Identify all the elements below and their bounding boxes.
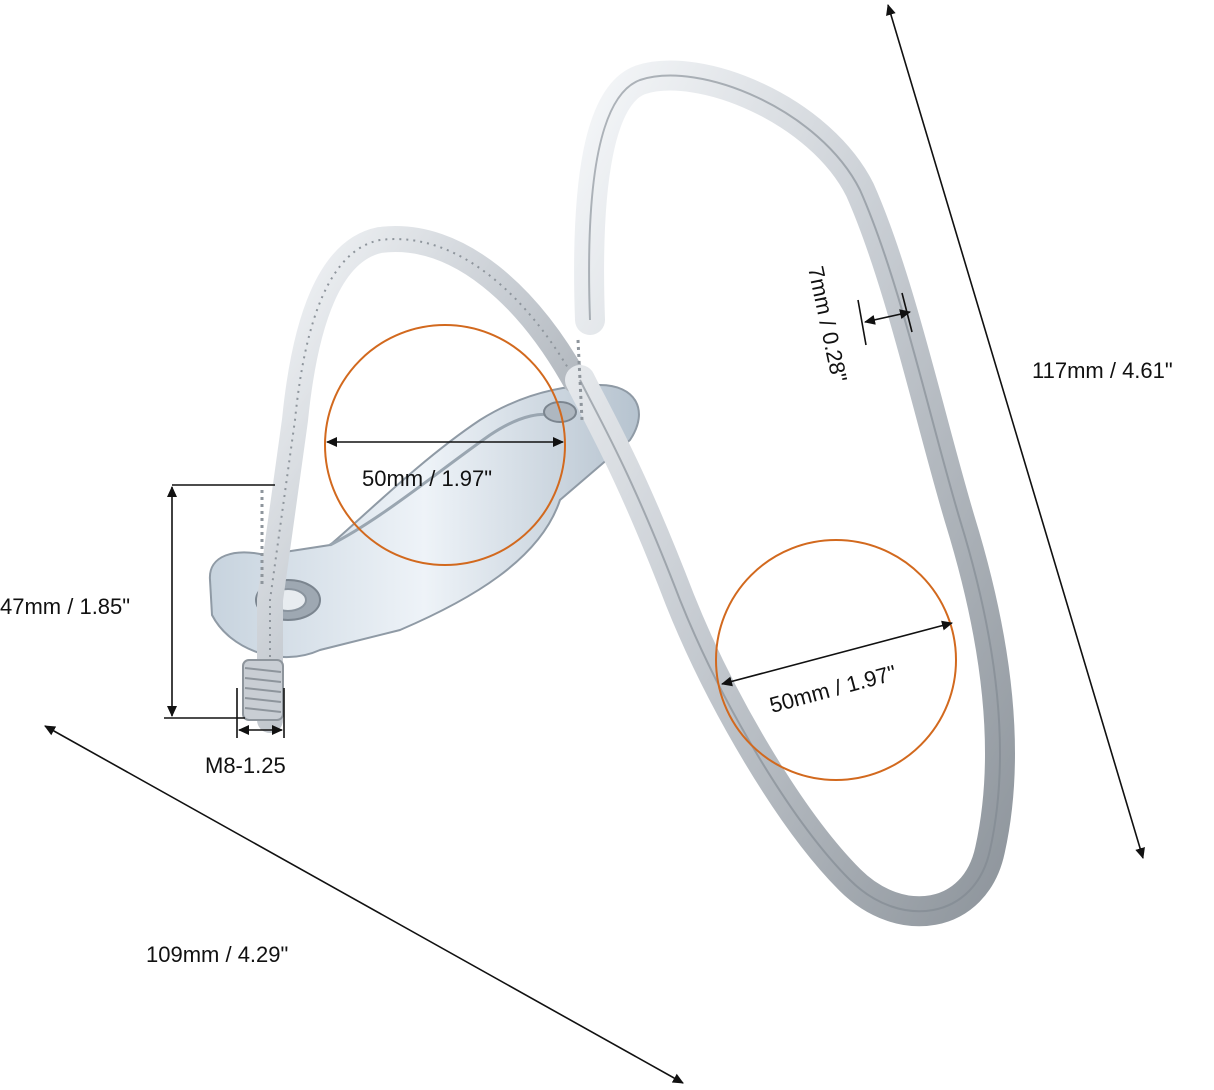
dimension-lines [44, 4, 1145, 1084]
length-dimension-arrow [44, 725, 684, 1084]
holder-rod [565, 60, 1015, 927]
total-height-label: 117mm / 4.61" [1032, 358, 1173, 383]
upper-clamp-diameter-label: 50mm / 1.97" [362, 466, 492, 491]
rod-diameter-label: 7mm / 0.28" [803, 264, 852, 384]
lower-diameter-arrow [721, 620, 953, 687]
rod-diameter-arrow [864, 309, 911, 325]
bolt-length-label: 47mm / 1.85" [0, 594, 130, 619]
lower-loop-diameter-label: 50mm / 1.97" [767, 660, 899, 718]
height-dimension-arrow [886, 4, 1145, 859]
thread-size-label: M8-1.25 [205, 753, 286, 778]
u-bolt [242, 226, 588, 733]
upper-clamp-circle [324, 324, 566, 566]
clamp-plate [208, 383, 640, 659]
bike-holder-product [208, 60, 1015, 927]
total-length-label: 109mm / 4.29" [146, 942, 288, 967]
